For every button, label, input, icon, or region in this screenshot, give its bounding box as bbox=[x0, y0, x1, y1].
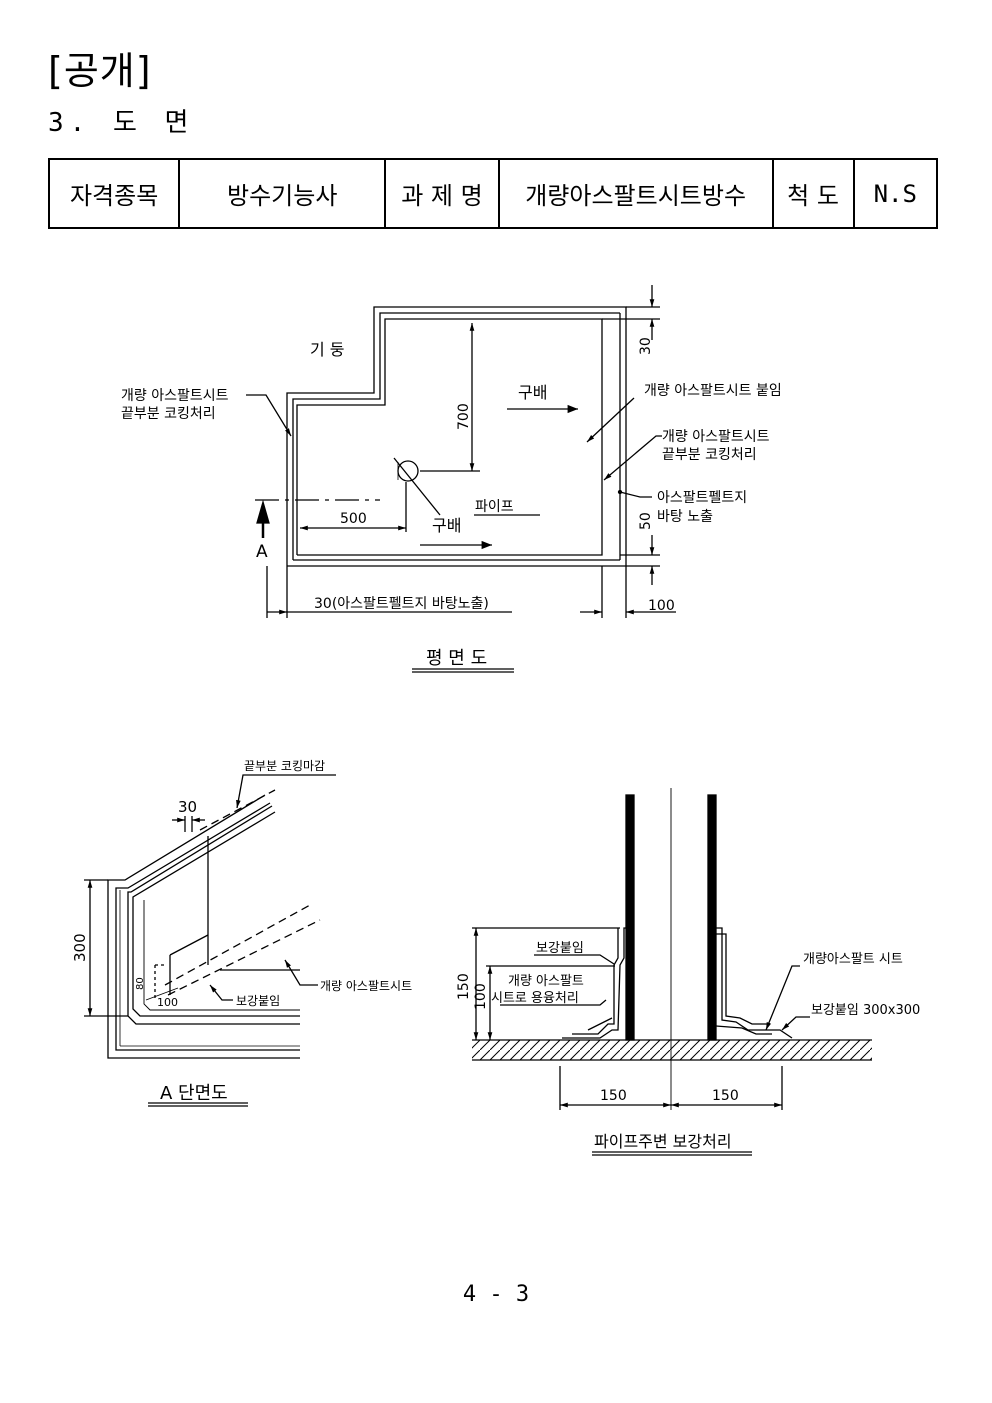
plan-section-mark-label: A bbox=[256, 542, 268, 562]
plan-right-note-1: 개량 아스팔트시트 붙임 bbox=[644, 383, 782, 399]
plan-right-note-2b: 끝부분 코킹처리 bbox=[662, 447, 757, 463]
plan-label-column: 기 둥 bbox=[310, 340, 345, 359]
plan-left-note-1: 개량 아스팔트시트 bbox=[121, 388, 229, 404]
pipe-detail-title: 파이프주변 보강처리 bbox=[594, 1132, 732, 1151]
pipe-note-melt-2: 시트로 용융처리 bbox=[491, 991, 579, 1006]
plan-left-note-2: 끝부분 코킹처리 bbox=[121, 406, 216, 422]
page-header: [공개] bbox=[48, 49, 152, 93]
section-a-dim-100: 100 bbox=[157, 996, 178, 1009]
plan-dim-500: 500 bbox=[340, 511, 367, 527]
pipe-dim-150-left: 150 bbox=[600, 1088, 627, 1104]
plan-slope-label-2: 구배 bbox=[432, 516, 461, 535]
plan-dim-50: 50 bbox=[638, 512, 654, 530]
plan-right-note-3b: 바탕 노출 bbox=[657, 509, 713, 525]
pipe-dim-100-vertical: 100 bbox=[473, 983, 489, 1010]
section-a-top-note: 끝부분 코킹마감 bbox=[244, 759, 325, 773]
plan-title: 평 면 도 bbox=[426, 648, 487, 669]
plan-right-note-2a: 개량 아스팔트시트 bbox=[662, 429, 770, 445]
plan-dim-bottom: 30(아스팔트펠트지 바탕노출) bbox=[314, 596, 489, 612]
section-a-note-reinforce: 보강붙임 bbox=[236, 994, 280, 1008]
plan-outline-inner bbox=[296, 318, 603, 556]
pipe-dim-150-right: 150 bbox=[712, 1088, 739, 1104]
plan-slope-label-1: 구배 bbox=[518, 383, 547, 402]
section-title: 3. 도 면 bbox=[48, 108, 195, 138]
section-a-view bbox=[84, 774, 336, 1107]
pipe-wall-right bbox=[707, 794, 717, 1041]
section-mark-arrow bbox=[256, 499, 270, 524]
section-a-dim-80: 80 bbox=[135, 977, 146, 990]
plan-dim-30-top: 30 bbox=[638, 337, 654, 355]
pipe-detail-view bbox=[472, 788, 872, 1156]
pipe-note-reinforce-size: 보강붙임 300x300 bbox=[811, 1003, 920, 1018]
pipe-note-reinforce: 보강붙임 bbox=[536, 941, 584, 956]
plan-outline-mid bbox=[292, 312, 620, 560]
section-a-dim-300: 300 bbox=[71, 933, 89, 962]
pipe-symbol bbox=[397, 460, 419, 482]
info-table: 자격종목 방수기능사 과 제 명 개량아스팔트시트방수 척 도 N.S bbox=[47, 158, 939, 229]
section-a-note-sheet: 개량 아스팔트시트 bbox=[320, 979, 412, 993]
info-value-qualification: 방수기능사 bbox=[178, 158, 387, 229]
plan-pipe-label: 파이프 bbox=[475, 499, 514, 515]
info-label-scale: 척 도 bbox=[771, 158, 855, 229]
plan-view bbox=[246, 285, 676, 673]
plan-dim-700: 700 bbox=[456, 403, 472, 430]
info-value-task: 개량아스팔트시트방수 bbox=[497, 158, 774, 229]
section-a-title: A 단면도 bbox=[160, 1083, 228, 1104]
pipe-wall-left bbox=[625, 794, 635, 1041]
info-value-scale: N.S bbox=[852, 158, 939, 229]
plan-right-note-3a: 아스팔트펠트지 bbox=[657, 490, 747, 506]
pipe-note-melt-1: 개량 아스팔트 bbox=[508, 974, 584, 989]
page-number: 4 - 3 bbox=[462, 1282, 530, 1307]
info-label-task: 과 제 명 bbox=[384, 158, 500, 229]
pipe-dim-150-vertical: 150 bbox=[456, 973, 472, 1000]
info-label-qualification: 자격종목 bbox=[47, 158, 181, 229]
plan-dim-100: 100 bbox=[648, 598, 675, 614]
section-a-dim-30: 30 bbox=[178, 798, 197, 816]
pipe-note-sheet: 개량아스팔트 시트 bbox=[803, 952, 903, 967]
